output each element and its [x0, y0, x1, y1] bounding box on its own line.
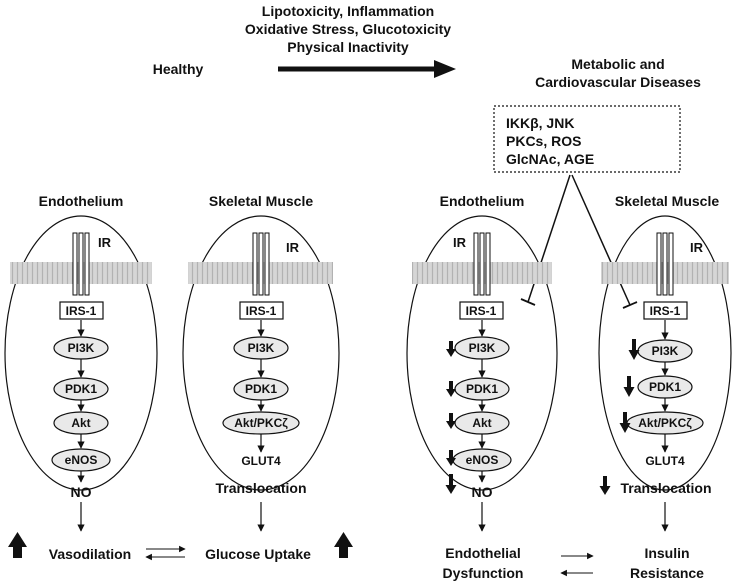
irs1-label-endothelium-healthy: IRS-1 [66, 304, 97, 318]
endothelial-dysfunction-line-2: Dysfunction [443, 565, 524, 581]
disease-line-2: Cardiovascular Diseases [535, 74, 701, 90]
cell-title-endothelium-disease: Endothelium [440, 193, 525, 209]
ir-label-muscle-healthy: IR [286, 240, 300, 255]
disease-line-1: Metabolic and [571, 56, 664, 72]
glut4-label-muscle-healthy: GLUT4 [241, 454, 281, 468]
insulin-receptor-endothelium-disease [473, 232, 491, 296]
up-arrow-glucose-uptake [334, 532, 353, 558]
glucose-uptake-label: Glucose Uptake [205, 546, 311, 562]
insulin-receptor-muscle-healthy [252, 232, 270, 296]
down-arrow-pdk1-endothelium [446, 381, 456, 397]
pdk1-label-endothelium-healthy: PDK1 [65, 382, 97, 396]
down-arrow-akt-endothelium [446, 413, 456, 429]
insulin-resistance-line-1: Insulin [644, 545, 689, 561]
down-arrow-translocation [599, 476, 611, 495]
enos-label-endothelium-disease: eNOS [466, 453, 499, 467]
pi3k-label-muscle-disease: PI3K [652, 344, 679, 358]
ir-label-muscle-disease: IR [690, 240, 704, 255]
akt-label-endothelium-disease: Akt [472, 416, 491, 430]
translocation-label-disease: Translocation [620, 480, 711, 496]
stress-line-1: Lipotoxicity, Inflammation [262, 3, 434, 19]
pdk1-label-muscle-healthy: PDK1 [245, 382, 277, 396]
cell-title-endothelium-healthy: Endothelium [39, 193, 124, 209]
no-label-healthy: NO [71, 484, 92, 500]
decrease-arrows-muscle [599, 339, 640, 495]
inhibitor-line-1: IKKβ, JNK [506, 115, 574, 131]
translocation-label-healthy: Translocation [215, 480, 306, 496]
cell-title-muscle-disease: Skeletal Muscle [615, 193, 719, 209]
endothelial-dysfunction-line-1: Endothelial [445, 545, 520, 561]
vasodilation-label: Vasodilation [49, 546, 131, 562]
akt-pkc-label-muscle-disease: Akt/PKCζ [638, 416, 692, 430]
cell-muscle-disease [598, 215, 732, 491]
down-arrow-no [445, 474, 457, 494]
pdk1-label-muscle-disease: PDK1 [649, 380, 681, 394]
irs1-label-muscle-disease: IRS-1 [650, 304, 681, 318]
cell-muscle-healthy [182, 215, 340, 491]
equilibrium-arrows-disease [560, 552, 594, 577]
down-arrow-enos-endothelium [446, 450, 456, 466]
irs1-label-endothelium-disease: IRS-1 [466, 304, 497, 318]
inhibitor-box [493, 105, 681, 173]
decrease-arrows-endothelium [445, 341, 457, 494]
insulin-resistance-line-2: Resistance [630, 565, 704, 581]
irs1-muscle-disease [643, 301, 688, 320]
no-label-disease: NO [472, 484, 493, 500]
inhibitor-line-3: GlcNAc, AGE [506, 151, 594, 167]
cell-title-muscle-healthy: Skeletal Muscle [209, 193, 313, 209]
irs1-muscle-healthy [239, 301, 284, 320]
insulin-receptor-endothelium-healthy [72, 232, 90, 296]
irs1-endothelium-healthy [59, 301, 104, 320]
pi3k-label-muscle-healthy: PI3K [248, 341, 275, 355]
glut4-label-muscle-disease: GLUT4 [645, 454, 685, 468]
ir-label-endothelium-disease: IR [453, 235, 467, 250]
pdk1-label-endothelium-disease: PDK1 [466, 382, 498, 396]
pi3k-label-endothelium-healthy: PI3K [68, 341, 95, 355]
healthy-label: Healthy [153, 61, 204, 77]
inhibition-line-endothelium [520, 174, 571, 306]
insulin-receptor-muscle-disease [656, 232, 674, 296]
down-arrow-pi3k-endothelium [446, 341, 456, 357]
enos-label-endothelium-healthy: eNOS [65, 453, 98, 467]
ir-label-endothelium-healthy: IR [98, 235, 112, 250]
akt-label-endothelium-healthy: Akt [71, 416, 90, 430]
cell-endothelium-healthy [4, 215, 158, 491]
irs1-label-muscle-healthy: IRS-1 [246, 304, 277, 318]
progression-arrow [278, 60, 456, 78]
up-arrow-vasodilation [8, 532, 27, 558]
pi3k-label-endothelium-disease: PI3K [469, 341, 496, 355]
down-arrow-pdk1-muscle [623, 376, 635, 397]
down-arrow-akt-muscle [619, 412, 631, 433]
irs1-endothelium-disease [459, 301, 504, 320]
stress-line-2: Oxidative Stress, Glucotoxicity [245, 21, 451, 37]
stress-line-3: Physical Inactivity [287, 39, 409, 55]
equilibrium-arrows-healthy [145, 545, 186, 561]
cell-endothelium-disease [406, 215, 558, 491]
akt-pkc-label-muscle-healthy: Akt/PKCζ [234, 416, 288, 430]
down-arrow-pi3k-muscle [628, 339, 640, 360]
inhibitor-line-2: PKCs, ROS [506, 133, 581, 149]
